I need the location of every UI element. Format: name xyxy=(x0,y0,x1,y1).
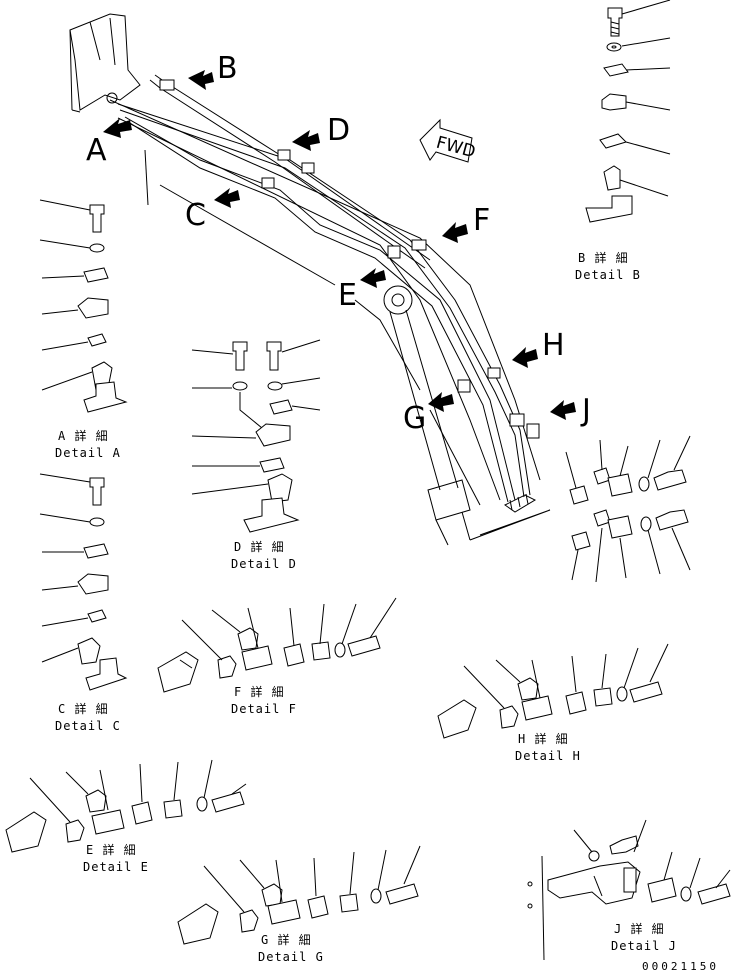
detail-b-parts xyxy=(585,0,671,223)
detail-j-parts xyxy=(527,819,731,961)
detail-c-parts xyxy=(39,473,128,691)
detail-j-title-en: Detail J xyxy=(611,939,677,953)
detail-f-title-en: Detail F xyxy=(231,702,297,716)
detail-a-parts xyxy=(39,199,128,413)
callout-c: C xyxy=(185,198,206,233)
detail-f-title-jp: F 詳 細 xyxy=(234,684,285,699)
detail-f-parts xyxy=(157,597,397,693)
detail-g-title-jp: G 詳 細 xyxy=(261,932,312,947)
callout-arrows xyxy=(103,70,576,420)
arm-clamp-parts xyxy=(565,435,691,583)
callout-a: A xyxy=(86,133,107,168)
callout-b: B xyxy=(217,51,238,86)
detail-d-title-en: Detail D xyxy=(231,557,297,571)
callout-g: G xyxy=(403,401,426,436)
callout-d: D xyxy=(327,113,350,148)
detail-h-title-en: Detail H xyxy=(515,749,581,763)
detail-d-title-jp: D 詳 細 xyxy=(234,539,285,554)
callout-f: F xyxy=(473,203,490,238)
detail-b-title-en: Detail B xyxy=(575,268,641,282)
detail-g-title-en: Detail G xyxy=(258,950,324,964)
drawing-number: 00021150 xyxy=(642,960,719,973)
detail-a-title-jp: A 詳 細 xyxy=(58,428,109,443)
detail-e-title-jp: E 詳 細 xyxy=(86,842,137,857)
detail-a-title-en: Detail A xyxy=(55,446,121,460)
detail-c-title-jp: C 詳 細 xyxy=(58,701,109,716)
detail-j-title-jp: J 詳 細 xyxy=(614,921,665,936)
detail-b-title-jp: B 詳 細 xyxy=(578,250,629,265)
detail-h-parts xyxy=(437,643,669,739)
detail-h-title-jp: H 詳 細 xyxy=(518,731,569,746)
callout-e: E xyxy=(338,278,357,313)
detail-d-parts xyxy=(191,339,321,533)
forward-direction-arrow: FWD xyxy=(419,118,478,163)
detail-c-title-en: Detail C xyxy=(55,719,121,733)
callout-letters: A B C D E F G H J xyxy=(86,51,591,436)
detail-e-title-en: Detail E xyxy=(83,860,149,874)
detail-g-parts xyxy=(177,845,421,945)
callout-j: J xyxy=(580,393,591,428)
boom-assembly xyxy=(69,13,551,546)
detail-e-parts xyxy=(5,759,247,853)
callout-h: H xyxy=(542,328,565,363)
